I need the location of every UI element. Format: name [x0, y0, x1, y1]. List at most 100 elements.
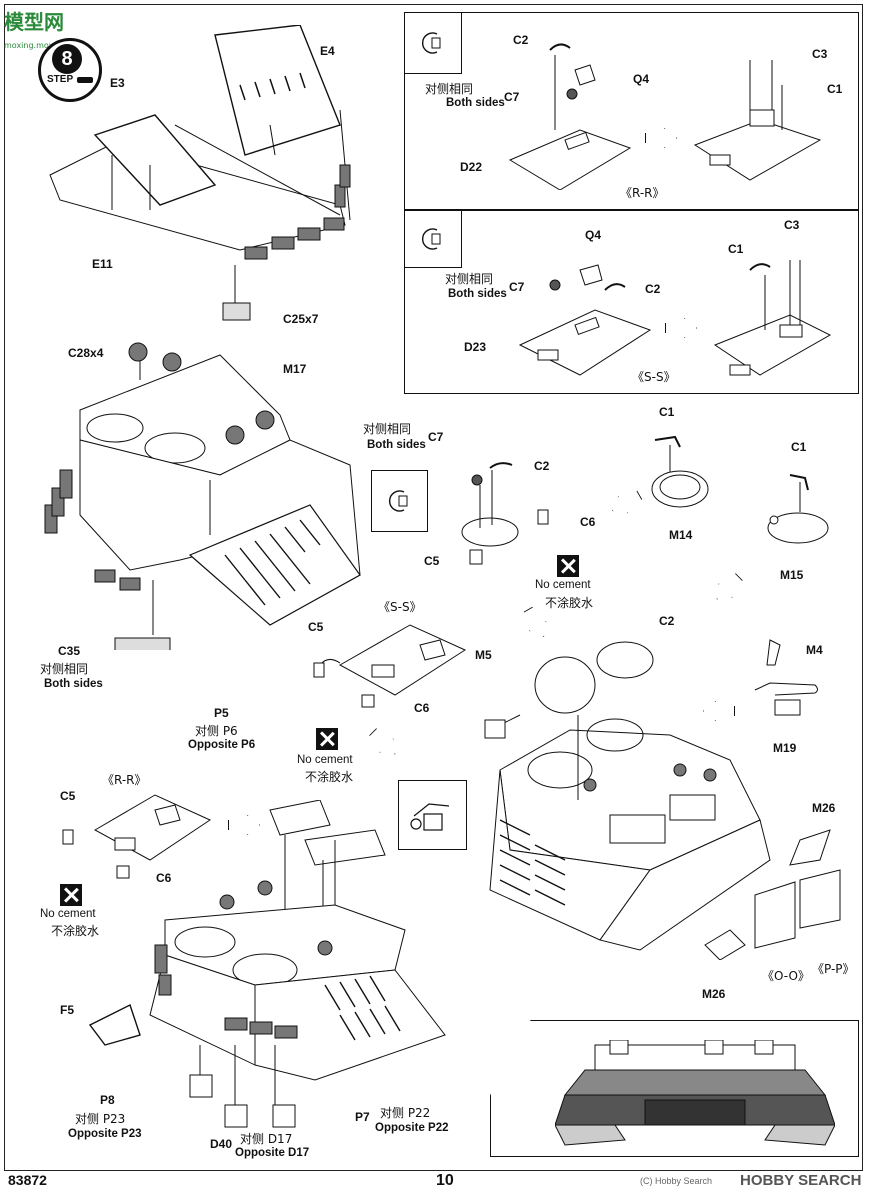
- note-opposite-p22-en: Opposite P22: [375, 1122, 449, 1134]
- handle-m4-m19-drawing: [754, 639, 818, 716]
- section-label-ss-mid: 《S-S》: [378, 600, 422, 614]
- note-no-cement-en-low: No cement: [40, 908, 96, 920]
- note-no-cement-cn-mid: 不涂胶水: [545, 596, 594, 610]
- part-label-c5-left: C5: [308, 620, 324, 634]
- callout-box-m5: [398, 780, 467, 850]
- footer-brand: HOBBY SEARCH: [740, 1172, 862, 1189]
- note-opposite-d17-en: Opposite D17: [235, 1147, 310, 1159]
- part-label-c1-m14: C1: [659, 405, 675, 419]
- part-label-c1-m15: C1: [791, 440, 807, 454]
- tank-silhouette-icon: [77, 77, 93, 83]
- part-label-m17: M17: [283, 362, 307, 376]
- rr-plate-after-drawing: [693, 60, 822, 181]
- note-both-sides-cn-ss: 对侧相同: [445, 272, 494, 286]
- note-opposite-p6-cn: 对侧 P6: [195, 724, 238, 738]
- site-watermark: 模型网 moxing.moxing.net: [4, 6, 81, 53]
- note-both-sides-cn-c35: 对侧相同: [40, 662, 89, 676]
- part-label-c2-right: C2: [659, 614, 675, 628]
- part-label-c7-ss: C7: [509, 280, 525, 294]
- part-label-c2-rr: C2: [513, 33, 529, 47]
- detail-panel-rr: [404, 12, 859, 210]
- ss-plate-installed-drawing: [313, 624, 467, 708]
- note-both-sides-cn-rr: 对侧相同: [425, 82, 474, 96]
- part-label-d23: D23: [464, 340, 487, 354]
- callout-box-hatch: [371, 470, 428, 532]
- ss-plate-after-drawing: [713, 260, 832, 376]
- watermark-url: moxing.moxing.net: [4, 41, 82, 50]
- part-label-f5: F5: [60, 1003, 75, 1017]
- callout-box-ss: [404, 210, 462, 268]
- part-label-p7: P7: [355, 1110, 370, 1124]
- part-label-e11: E11: [92, 257, 113, 271]
- note-opposite-p23-cn: 对侧 P23: [75, 1112, 126, 1126]
- part-label-m5: M5: [475, 648, 492, 662]
- hatch-handle-icon: [388, 490, 408, 512]
- part-label-m4: M4: [806, 643, 823, 657]
- m5-detail-drawing: [410, 803, 450, 831]
- part-label-c1-ss: C1: [728, 242, 744, 256]
- note-opposite-p6-en: Opposite P6: [188, 739, 256, 751]
- hatch-plates-op-drawing: [704, 829, 841, 960]
- hatch-m15-drawing: [767, 474, 829, 544]
- step-number-circle: 8: [52, 44, 82, 74]
- part-label-m26-bot: M26: [702, 987, 726, 1001]
- ss-plate-before-drawing: [518, 264, 652, 376]
- part-label-c3-ss: C3: [784, 218, 800, 232]
- hatch-m14-drawing: [651, 435, 709, 508]
- hull-front-drawing-upper: [44, 342, 361, 650]
- hatch-c7-c2-drawing: [461, 462, 549, 565]
- detail-panel-ss: [404, 210, 859, 394]
- part-label-c3-rr: C3: [812, 47, 828, 61]
- part-label-c5-mid: C5: [424, 554, 440, 568]
- note-both-sides-en-hatch: Both sides: [367, 439, 426, 451]
- part-label-c35: C35: [58, 644, 81, 658]
- note-both-sides-en-rr: Both sides: [446, 97, 505, 109]
- hatch-handle-icon: [421, 32, 441, 54]
- step-badge: 8 STEP: [38, 38, 102, 102]
- no-cement-icon: [60, 884, 82, 906]
- part-label-c7-mid: C7: [428, 430, 444, 444]
- part-label-c1-rr: C1: [827, 82, 843, 96]
- section-label-rr-top: 《R-R》: [620, 186, 665, 200]
- hatch-handle-icon: [421, 228, 441, 250]
- step-word: STEP: [47, 74, 74, 85]
- part-label-c25x7: C25x7: [283, 312, 319, 326]
- section-label-pp: 《P-P》: [812, 962, 855, 976]
- page-number: 10: [436, 1172, 454, 1189]
- callout-box-rr: [404, 12, 462, 74]
- note-no-cement-en-mid: No cement: [535, 579, 591, 591]
- note-opposite-p23-en: Opposite P23: [68, 1128, 142, 1140]
- part-label-e3: E3: [110, 76, 125, 90]
- part-label-c6-low: C6: [156, 871, 172, 885]
- kit-number: 83872: [8, 1172, 47, 1188]
- part-label-c6-left: C6: [414, 701, 430, 715]
- hull-rear-drawing: [49, 25, 351, 321]
- note-both-sides-en-ss: Both sides: [448, 288, 507, 300]
- note-no-cement-cn-low: 不涂胶水: [51, 924, 100, 938]
- section-label-ss-top: 《S-S》: [632, 370, 676, 384]
- note-both-sides-cn-hatch: 对侧相同: [363, 422, 412, 436]
- part-label-q4-rr: Q4: [633, 72, 650, 86]
- part-label-c28x4: C28x4: [68, 346, 104, 360]
- part-label-c2-ss: C2: [645, 282, 661, 296]
- hull-front-drawing-right: [484, 641, 771, 951]
- hull-front-drawing-lower: [88, 800, 446, 1128]
- part-label-c7-rr: C7: [504, 90, 520, 104]
- section-label-rr-low: 《R-R》: [102, 773, 147, 787]
- no-cement-icon: [316, 728, 338, 750]
- part-label-m15: M15: [780, 568, 804, 582]
- note-opposite-d17-cn: 对侧 D17: [240, 1132, 293, 1146]
- part-label-p5: P5: [214, 706, 229, 720]
- page-border: [4, 4, 863, 1171]
- part-label-d22: D22: [460, 160, 483, 174]
- rr-plate-installed-drawing: [62, 794, 212, 879]
- part-label-m26-top: M26: [812, 801, 836, 815]
- part-label-e4: E4: [320, 44, 335, 58]
- watermark-logo-text: 模型网: [4, 10, 64, 34]
- part-label-c6-mid: C6: [580, 515, 596, 529]
- footer-copyright: (C) Hobby Search: [640, 1176, 713, 1186]
- no-cement-icon: [557, 555, 579, 577]
- part-label-c5-low: C5: [60, 789, 76, 803]
- section-label-oo: 《O-O》: [762, 969, 810, 983]
- part-label-m14: M14: [669, 528, 693, 542]
